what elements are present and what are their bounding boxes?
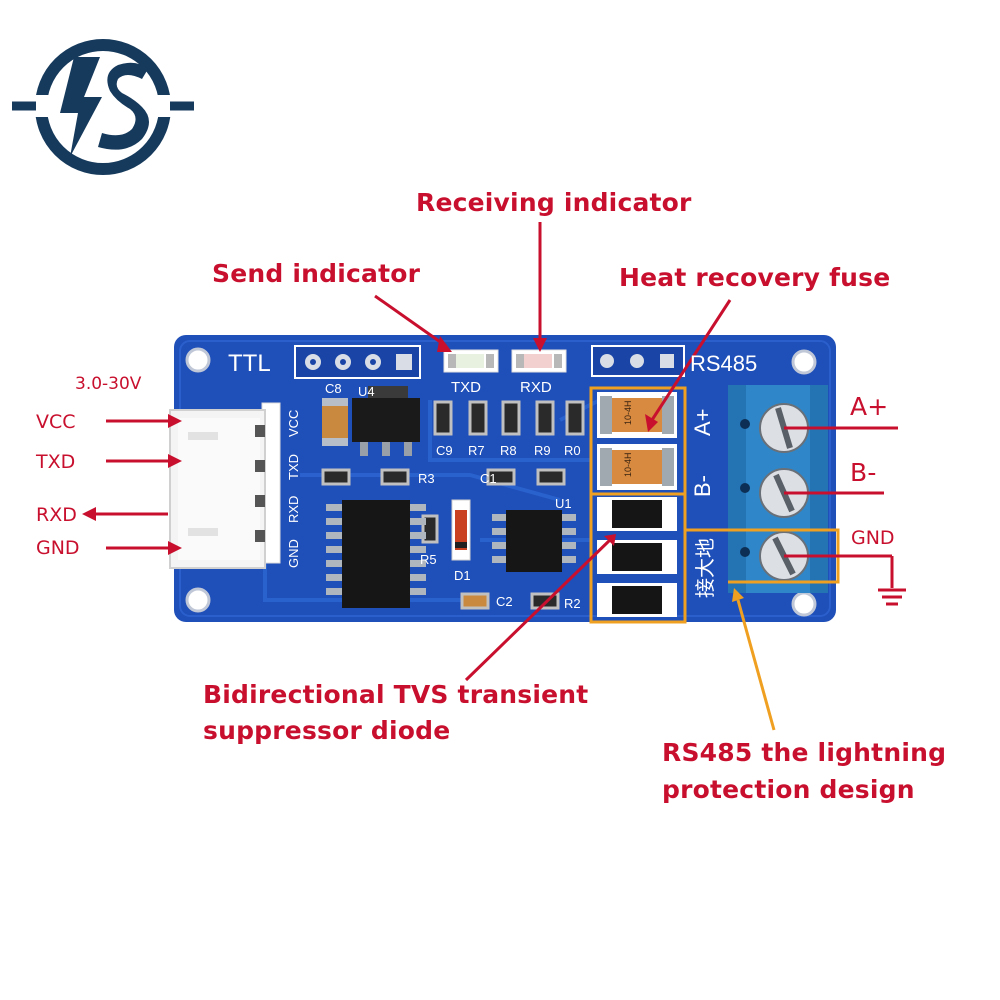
c8-capacitor [322, 398, 348, 446]
board-b-minus: B- [690, 475, 715, 497]
rxd-led-label: RXD [520, 379, 552, 396]
header-pin-txd: TXD [286, 454, 301, 480]
small-resistors [321, 400, 585, 610]
receiving-indicator-label: Receiving indicator [416, 188, 692, 217]
lightning-arrow [732, 588, 776, 731]
callout-arrows [82, 222, 898, 682]
terminal-block [728, 385, 828, 593]
terminal-gnd-label: GND [851, 527, 895, 549]
mounting-holes [185, 347, 817, 617]
ref-r3: R3 [418, 471, 435, 486]
ground-symbol-icon [878, 588, 906, 606]
send-indicator-label: Send indicator [212, 259, 421, 288]
header-pin-rxd: RXD [286, 496, 301, 523]
u4-regulator [352, 386, 420, 456]
lightning-protection-label-line1: RS485 the lightning [662, 738, 947, 767]
terminal-a-plus-label: A+ [850, 392, 889, 421]
ref-u1: U1 [555, 496, 572, 511]
ref-c1: C1 [480, 471, 497, 486]
rxd-led [511, 349, 567, 373]
ic-soic14 [326, 500, 426, 608]
board-a-plus: A+ [690, 408, 715, 436]
fuse-mark-2: 10-4H [623, 452, 633, 477]
ref-d1: D1 [454, 568, 471, 583]
heat-recovery-fuse-label: Heat recovery fuse [619, 263, 891, 292]
pin-gnd-label: GND [36, 537, 80, 559]
pin-txd-label: TXD [36, 451, 76, 473]
voltage-range-label: 3.0-30V [75, 374, 142, 394]
ttl-label: TTL [228, 350, 271, 377]
ref-r2: R2 [564, 596, 581, 611]
silkscreen-text: TTL RS485 TXD RXD A+ B- 接大地 GND RXD TXD … [228, 350, 757, 611]
ttl-header-pads [294, 345, 421, 379]
header-pin-gnd: GND [286, 539, 301, 568]
ref-r7: R7 [468, 443, 485, 458]
lightning-protection-label-line2: protection design [662, 775, 915, 804]
ref-r8: R8 [500, 443, 517, 458]
txd-led [443, 349, 499, 373]
ref-r5: R5 [420, 552, 437, 567]
header-pin-vcc: VCC [286, 410, 301, 437]
ref-c9: C9 [436, 443, 453, 458]
tvs-diode-label-line1: Bidirectional TVS transient [203, 680, 589, 709]
ref-r9: R9 [534, 443, 551, 458]
txd-led-label: TXD [451, 379, 481, 396]
tvs-diodes [597, 497, 677, 617]
pin-vcc-label: VCC [36, 411, 76, 433]
ref-u4: U4 [358, 384, 375, 399]
board-ground-cn: 接大地 [694, 538, 717, 598]
fuse-mark-1: 10-4H [623, 400, 633, 425]
ref-c8: C8 [325, 381, 342, 396]
terminal-b-minus-label: B- [850, 458, 877, 487]
jst-connector [169, 402, 281, 569]
ref-c2: C2 [496, 594, 513, 609]
ic-u1-soic8 [492, 510, 576, 572]
tvs-diode-label-line2: suppressor diode [203, 716, 451, 745]
rs485-header-pads [591, 345, 685, 377]
rs485-label: RS485 [690, 351, 757, 376]
lightning-s-logo-icon [8, 39, 198, 175]
d1-diode [451, 499, 471, 561]
pin-rxd-label: RXD [36, 504, 77, 526]
ref-r0: R0 [564, 443, 581, 458]
